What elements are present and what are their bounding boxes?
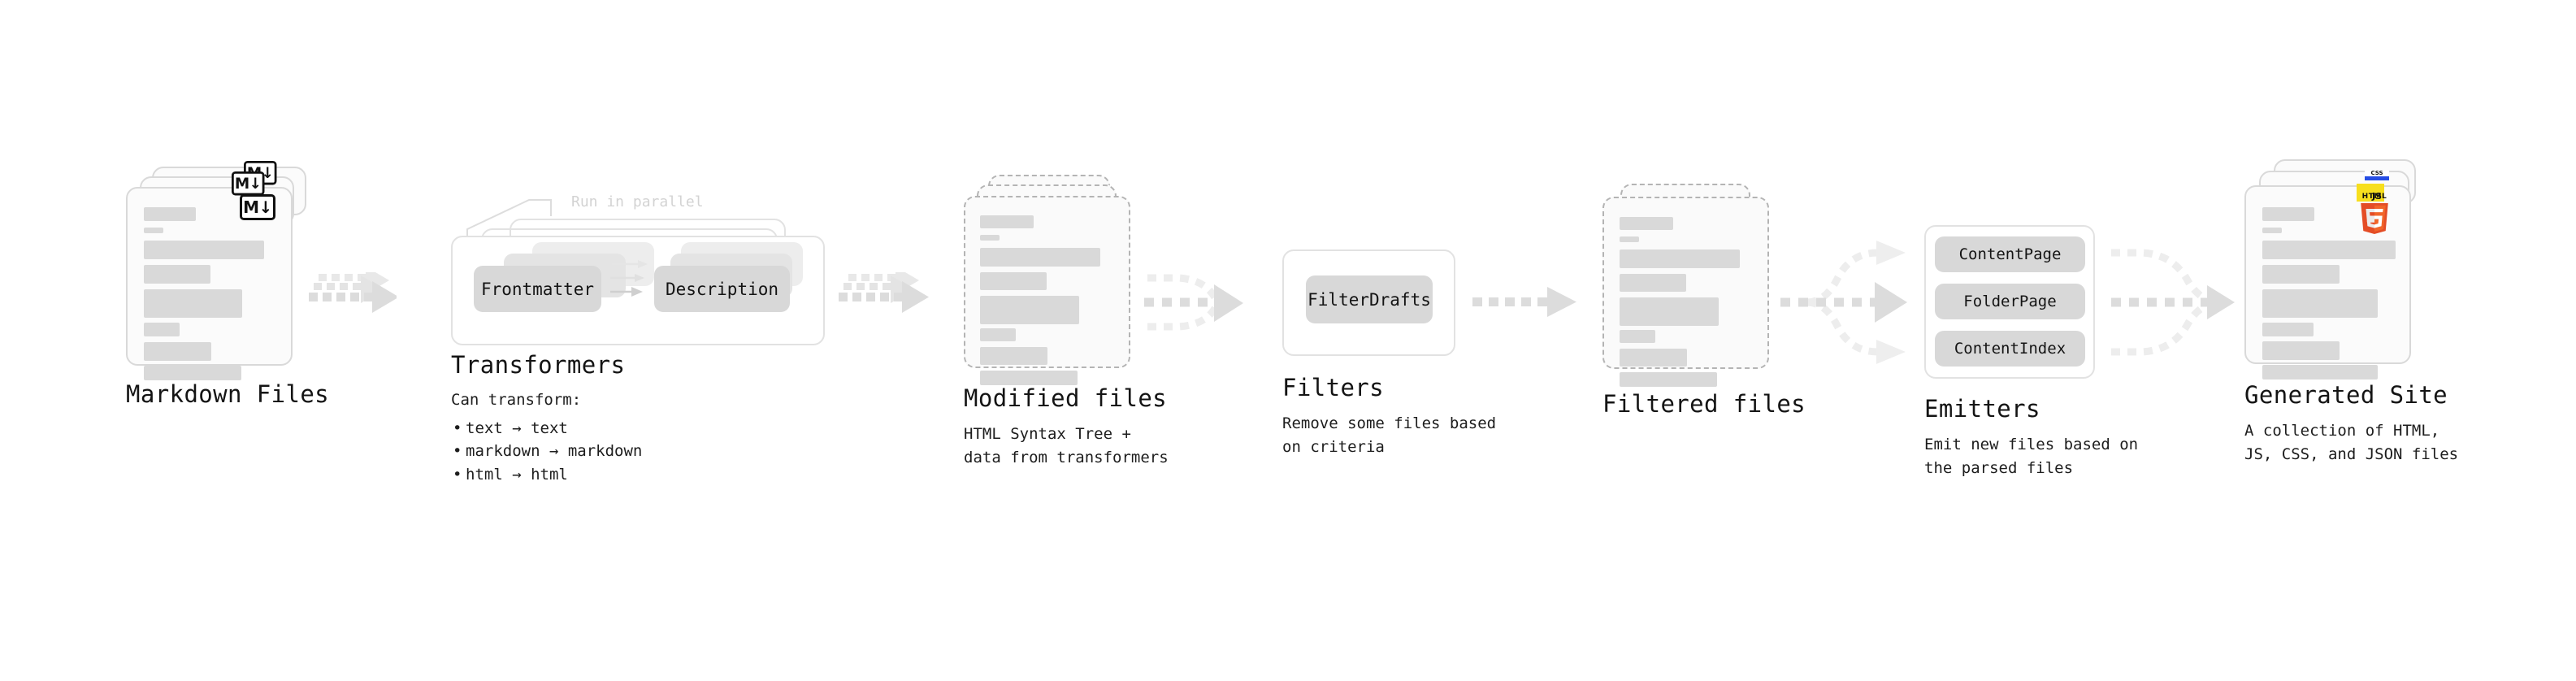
transformers-capability-list: text → text markdown → markdown html → h…: [451, 417, 825, 487]
emitter-chip-contentpage[interactable]: ContentPage: [1935, 236, 2085, 272]
stage-title-filters: Filters: [1282, 374, 1385, 401]
stage-filters: FilterDrafts Filters Remove some files b…: [1282, 249, 1496, 459]
connector-modified-to-filters: [1136, 262, 1250, 371]
transformers-capability-item: text → text: [451, 417, 825, 440]
transformers-subtitle: Can transform:: [451, 391, 582, 409]
html5-badge: HTML: [2358, 193, 2391, 239]
connector-filtered-to-emitters: [1776, 230, 1930, 380]
generated-site-subtitle: A collection of HTML, JS, CSS, and JSON …: [2244, 422, 2459, 463]
modified-file-stack: [964, 175, 1138, 385]
stage-filtered-files: Filtered files: [1602, 177, 1806, 418]
markdown-badge-mid-text: M↓: [234, 174, 262, 193]
html5-shield-icon: [2361, 203, 2388, 234]
transformer-chip-frontmatter-label: Frontmatter: [480, 279, 595, 299]
generated-card-skeleton: [2246, 187, 2409, 380]
run-in-parallel-leader-line: [466, 199, 552, 237]
stage-title-transformers: Transformers: [451, 351, 626, 379]
stage-title-filtered-files: Filtered files: [1602, 390, 1806, 418]
js-badge-text: JS: [2371, 191, 2382, 202]
filters-subtitle: Remove some files based on criteria: [1282, 414, 1497, 456]
filter-chip-filterdrafts[interactable]: FilterDrafts: [1306, 275, 1433, 323]
modified-files-subtitle: HTML Syntax Tree + data from transformer…: [964, 425, 1169, 466]
markdown-card-skeleton: [128, 189, 291, 380]
transformers-capability-item: markdown → markdown: [451, 440, 825, 463]
generated-site-stack: CSS JS HTML: [2244, 159, 2431, 380]
filtered-card-front: [1602, 197, 1769, 387]
transformer-inner-arrows: [610, 260, 648, 297]
stage-title-modified-files: Modified files: [964, 384, 1168, 412]
transformer-chip-description[interactable]: Description: [654, 266, 790, 312]
stage-markdown-files: M↓ M↓ M↓ Markdown Files: [126, 161, 330, 408]
emitters-subtitle: Emit new files based on the parsed files: [1924, 436, 2139, 477]
markdown-badge-front-text: M↓: [243, 197, 272, 217]
stage-emitters: ContentPage FolderPage ContentIndex Emit…: [1924, 225, 2138, 480]
connector-filters-to-filtered: [1471, 286, 1585, 338]
stage-title-markdown-files: Markdown Files: [126, 380, 330, 408]
filtered-card-skeleton: [1604, 198, 1767, 387]
emitter-chip-contentindex[interactable]: ContentIndex: [1935, 331, 2085, 367]
stage-title-generated-site: Generated Site: [2244, 381, 2448, 409]
html5-badge-word: HTML: [2361, 193, 2387, 201]
css-badge: CSS: [2365, 171, 2389, 180]
connector-transformers-to-modified: [837, 267, 935, 357]
stage-generated-site: CSS JS HTML Generated Site A collecti: [2244, 159, 2458, 466]
markdown-file-stack: M↓ M↓ M↓: [126, 161, 313, 380]
transformers-capability-item: html → html: [451, 463, 825, 487]
markdown-badge-mid: M↓: [232, 171, 265, 196]
transformers-stack: Frontmatter Description: [451, 195, 825, 345]
emitters-stack: ContentPage FolderPage ContentIndex: [1924, 225, 2095, 379]
transformer-chip-description-label: Description: [665, 279, 779, 299]
markdown-card-front: [126, 187, 293, 380]
filters-stack: FilterDrafts: [1282, 249, 1455, 356]
emitter-chip-contentindex-label: ContentIndex: [1954, 340, 2066, 358]
js-badge: JS: [2357, 184, 2384, 202]
emitter-chip-folderpage-label: FolderPage: [1963, 293, 2057, 310]
transformer-chip-frontmatter[interactable]: Frontmatter: [474, 266, 601, 312]
run-in-parallel-label: Run in parallel: [571, 193, 704, 210]
connector-md-to-transformers: [307, 267, 399, 357]
filtered-file-stack: [1602, 177, 1777, 387]
stage-title-emitters: Emitters: [1924, 395, 2040, 423]
emitter-chip-contentpage-label: ContentPage: [1958, 245, 2062, 263]
connector-emitters-to-site: [2106, 230, 2253, 380]
stage-modified-files: Modified files HTML Syntax Tree + data f…: [964, 175, 1169, 470]
emitter-chip-folderpage[interactable]: FolderPage: [1935, 284, 2085, 319]
modified-card-front: [964, 196, 1130, 385]
markdown-badge-front: M↓: [240, 194, 275, 220]
filter-chip-filterdrafts-label: FilterDrafts: [1308, 289, 1431, 310]
stage-transformers: Run in parallel: [451, 193, 825, 487]
modified-card-skeleton: [965, 197, 1129, 385]
css-badge-text: CSS: [2370, 170, 2383, 176]
